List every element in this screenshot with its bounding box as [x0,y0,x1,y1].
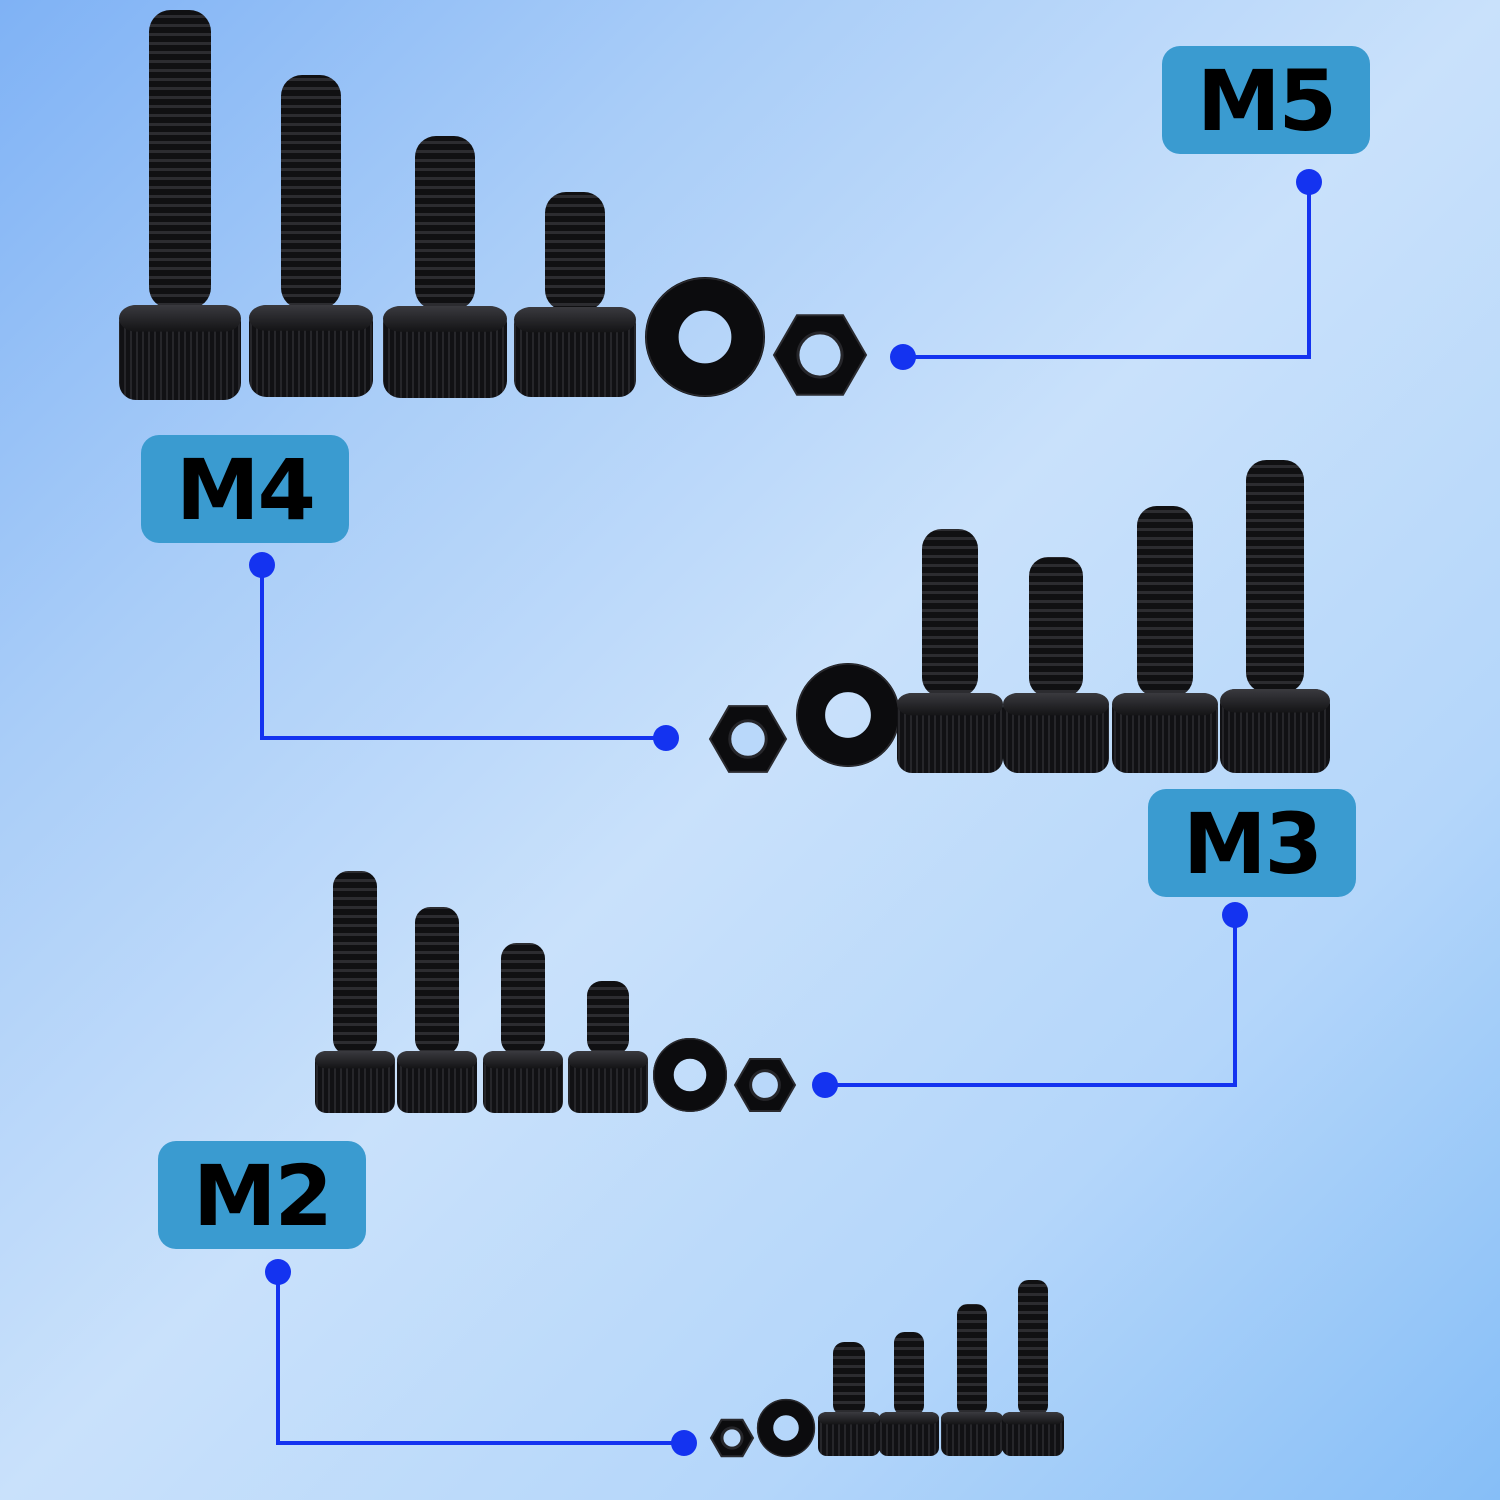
socket-cap-screw [315,871,395,1113]
socket-cap-screw [483,943,563,1113]
socket-cap-screw [1112,506,1218,773]
socket-cap-screw [818,1342,880,1456]
hex-nut [708,705,788,773]
socket-cap-screw [1002,1280,1064,1456]
size-label-m4: M4 [141,435,349,543]
socket-cap-screw [249,75,373,397]
connector-dot [265,1259,291,1285]
socket-cap-screw [1003,557,1109,773]
connector-dot [249,552,275,578]
size-label-m5: M5 [1162,46,1370,154]
size-label-m2: M2 [158,1141,366,1249]
flat-washer [652,1037,728,1113]
hex-nut [772,314,868,396]
flat-washer [795,662,900,767]
size-label-m3: M3 [1148,789,1356,897]
socket-cap-screw [397,907,477,1113]
connector-dot [812,1072,838,1098]
socket-cap-screw [879,1332,939,1456]
socket-cap-screw [568,981,648,1113]
socket-cap-screw [1220,460,1330,773]
socket-cap-screw [383,136,507,398]
hex-nut [709,1418,755,1458]
socket-cap-screw [119,10,241,400]
hardware-layer [119,10,1330,1458]
hex-nut [733,1058,797,1112]
connector-dot [890,344,916,370]
connector-dot [1296,169,1322,195]
connector-m5 [903,182,1311,359]
connector-dot [671,1430,697,1456]
flat-washer [644,276,765,397]
connector-dot [1222,902,1248,928]
connector-m4 [260,565,666,740]
connector-m3 [825,915,1237,1087]
connector-dot [653,725,679,751]
flat-washer [756,1398,816,1458]
socket-cap-screw [897,529,1003,773]
connector-m2 [276,1272,684,1445]
socket-cap-screw [514,192,636,397]
socket-cap-screw [941,1304,1003,1456]
